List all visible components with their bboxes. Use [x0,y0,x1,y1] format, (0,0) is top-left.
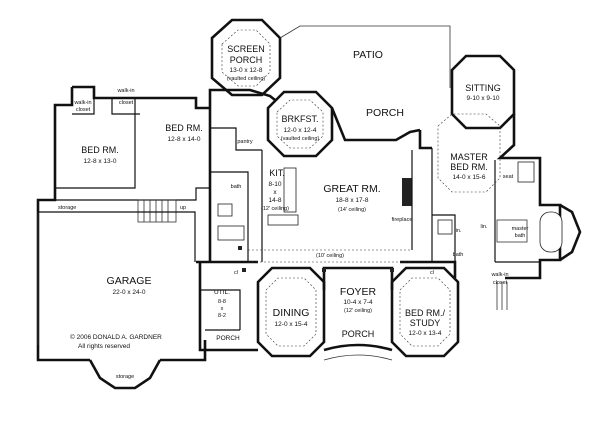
exterior-walls [36,18,582,390]
rear-porch-label: PORCH [366,107,404,119]
lin-study-label: lin. [454,228,462,234]
cl-left-label: cl [234,270,238,276]
bed-rm-1-label: BED RM. [81,145,119,155]
great-rm-note: (14' ceiling) [338,207,366,213]
foyer-dims: 10-4 x 7-4 [343,299,373,306]
pantry-label: pantry [237,139,253,145]
front-porch-label: PORCH [342,329,375,339]
sitting-dims: 9-10 x 9-10 [467,95,500,102]
bed-study-dims: 12-0 x 13-4 [409,330,442,337]
fireplace-label: fireplace [392,217,413,223]
kit-label: KIT. [269,168,285,178]
util-dims-2: x [221,306,224,312]
brkfst-label: BRKFST. [281,114,318,124]
garage-label: GARAGE [107,275,152,287]
dining-label: DINING [273,307,310,319]
master-bed-label-2: BED RM. [450,162,488,172]
great-rm-label: GREAT RM. [323,183,380,195]
bath-left-label: bath [231,184,242,190]
foyer-label: FOYER [340,286,377,298]
screen-porch-dims: 13-0 x 12-8 [230,67,263,74]
screen-porch-note: (vaulted ceiling) [227,76,266,82]
bath-right-label: bath [453,252,464,258]
storage-left-label: storage [58,205,76,211]
brkfst-note: (vaulted ceiling) [281,136,320,142]
walk-in-closet-right-1: walk-in [490,272,508,278]
screen-porch-label-2: PORCH [230,55,263,65]
cl-right-label: cl [430,270,434,276]
brkfst-dims: 12-0 x 12-4 [284,127,317,134]
bed-rm-2-label: BED RM. [165,123,203,133]
master-bed-label-1: MASTER [450,152,488,162]
ten-ceiling-note: (10' ceiling) [316,253,344,259]
master-bed-dims: 14-0 x 15-6 [453,174,486,181]
walk-in-closet-top-2: closet [119,100,134,106]
bed-study-label-1: BED RM./ [405,308,446,318]
master-bath-label-2: bath [515,233,526,239]
copyright-line-2: All rights reserved [78,343,130,350]
kit-dims-2: x [273,189,277,196]
kit-dims-3: 14-8 [268,197,281,204]
up-stair-label: up [180,205,186,211]
bed-rm-2-dims: 12-8 x 14-0 [168,136,201,143]
lin-master-label: lin. [480,224,488,230]
bed-study-label-2: STUDY [410,318,441,328]
util-label: UTIL. [214,289,230,296]
util-dims-1: 8-8 [218,299,226,305]
walk-in-closet-right-2: closet [493,280,508,286]
bed-rm-1-dims: 12-8 x 13-0 [84,158,117,165]
interior-walls [38,98,563,330]
master-bath-label-1: master [512,226,529,232]
room-labels: SCREEN PORCH 13-0 x 12-8 (vaulted ceilin… [58,44,529,380]
walk-in-closet-top-1: walk-in [116,88,134,94]
screen-porch-label: SCREEN [227,44,265,54]
seat-label: seat [503,174,514,180]
patio-label: PATIO [353,49,383,61]
kit-dims-1: 8-10 [268,181,281,188]
storage-bottom-label: storage [116,374,134,380]
great-rm-dims: 18-8 x 17-8 [336,197,369,204]
copyright-line-1: © 2006 DONALD A. GARDNER [70,333,162,341]
walk-in-closet-left-1: walk-in [73,100,91,106]
garage-dims: 22-0 x 24-0 [113,289,146,296]
foyer-note: (12' ceiling) [344,308,372,314]
walk-in-closet-left-2: closet [76,107,91,113]
ceiling-outlines [221,29,501,347]
side-porch-label: PORCH [216,335,240,342]
util-dims-3: 8-2 [218,313,226,319]
kit-note: (12' ceiling) [261,206,289,212]
dining-dims: 12-0 x 15-4 [275,321,308,328]
sitting-label: SITTING [465,83,501,93]
